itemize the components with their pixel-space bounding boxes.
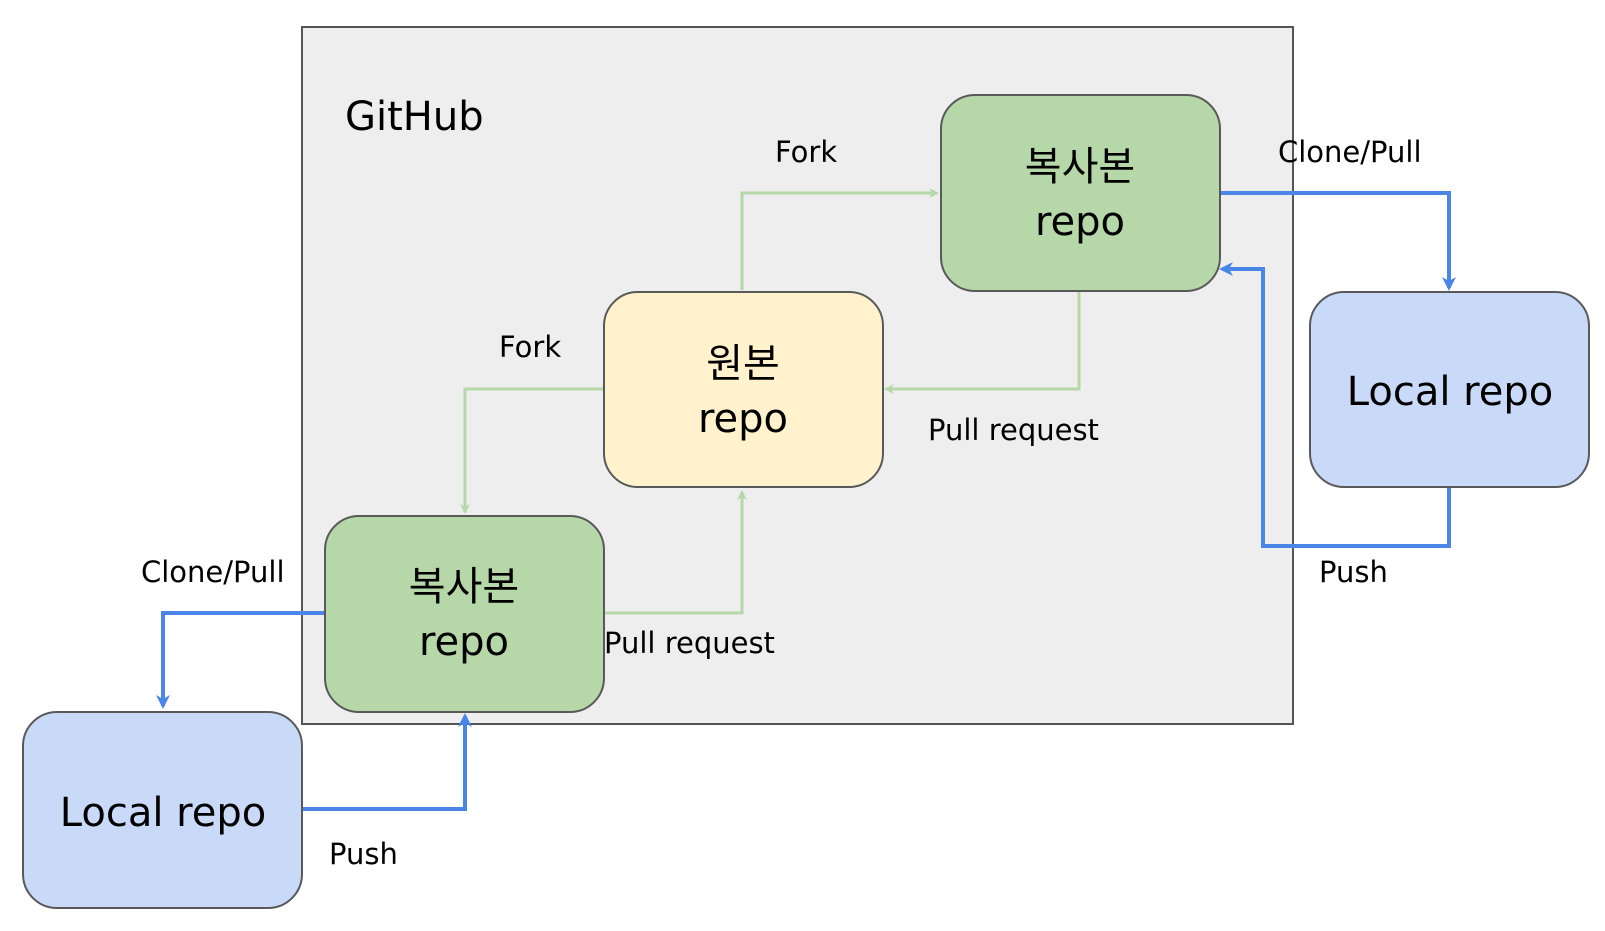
local-repo-node-right: Local repo bbox=[1309, 291, 1590, 488]
pull-request-label-top: Pull request bbox=[928, 413, 1099, 447]
node-label-line1: 복사본 bbox=[1025, 144, 1135, 190]
github-title: GitHub bbox=[345, 94, 484, 140]
node-label: Local repo bbox=[1347, 369, 1553, 415]
push-label-right: Push bbox=[1319, 555, 1388, 589]
node-label-line1: 원본 bbox=[706, 341, 780, 387]
clone-pull-label-right: Clone/Pull bbox=[1278, 135, 1422, 169]
push-arrow-right bbox=[1219, 262, 1451, 548]
node-label-line2: repo bbox=[698, 396, 788, 442]
local-repo-node-left: Local repo bbox=[22, 711, 303, 909]
push-arrow-left bbox=[302, 713, 472, 811]
clone-pull-label-left: Clone/Pull bbox=[141, 555, 285, 589]
original-repo-node: 원본 repo bbox=[603, 291, 884, 488]
clone-pull-arrow-right bbox=[1219, 191, 1456, 291]
node-label-line2: repo bbox=[419, 619, 509, 665]
copy-repo-node-top: 복사본 repo bbox=[940, 94, 1221, 292]
node-label-line2: repo bbox=[1035, 199, 1125, 245]
fork-label-bottom: Fork bbox=[499, 330, 561, 364]
pull-request-label-bottom: Pull request bbox=[604, 626, 775, 660]
fork-arrow-to-bottom-copy bbox=[460, 387, 603, 514]
node-label-line1: 복사본 bbox=[409, 564, 519, 610]
node-label: Local repo bbox=[60, 790, 266, 836]
pull-request-arrow-bottom-to-original bbox=[603, 490, 747, 615]
fork-arrow-to-top-copy bbox=[740, 188, 939, 290]
clone-pull-arrow-left bbox=[156, 611, 326, 709]
pull-request-arrow-top-to-original bbox=[884, 290, 1081, 394]
copy-repo-node-bottom: 복사본 repo bbox=[324, 515, 605, 713]
push-label-left: Push bbox=[329, 837, 398, 871]
fork-label-top: Fork bbox=[775, 135, 837, 169]
